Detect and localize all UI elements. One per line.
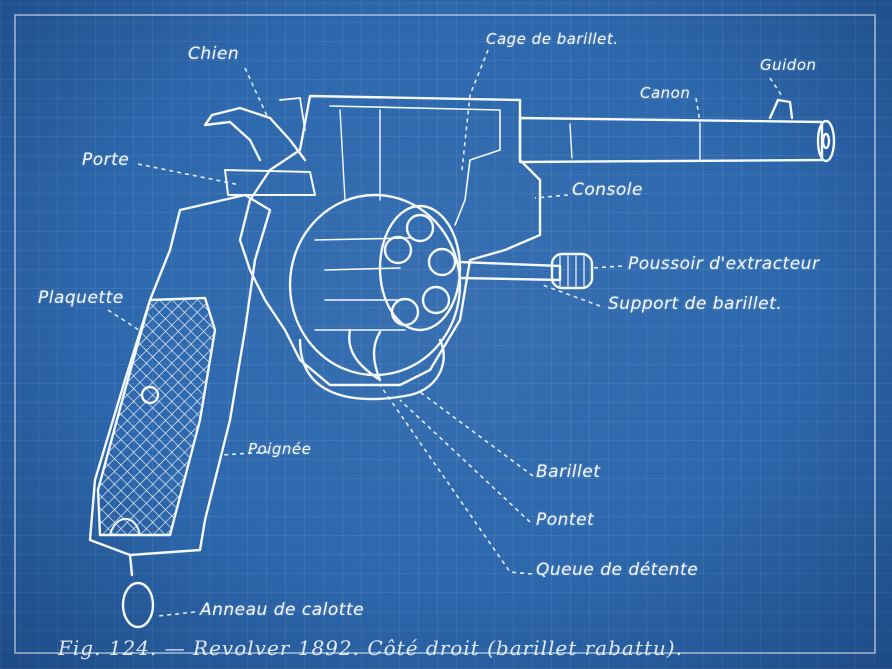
label-poussoir-extracteur: Poussoir d'extracteur (628, 254, 820, 274)
label-chien: Chien (188, 44, 240, 64)
label-anneau-de-calotte: Anneau de calotte (200, 600, 365, 620)
barrel (518, 116, 824, 164)
label-barillet: Barillet (536, 462, 601, 482)
label-support-de-barillet: Support de barillet. (608, 294, 783, 314)
figure-caption: Fig. 124. — Revolver 1892. Côté droit (b… (58, 636, 683, 660)
trigger-guard (298, 338, 445, 401)
hammer (203, 106, 307, 162)
label-canon: Canon (640, 84, 691, 102)
front-sight (768, 98, 794, 120)
ejector-rod (458, 260, 562, 282)
label-poignee: Poignée (248, 440, 312, 458)
grip-panel (96, 296, 217, 537)
label-plaquette: Plaquette (38, 288, 124, 308)
blueprint-frame (14, 14, 876, 654)
label-porte: Porte (82, 150, 130, 170)
ejector-knob (550, 252, 594, 290)
label-pontet: Pontet (536, 510, 595, 530)
lanyard-ring (121, 581, 155, 629)
trigger (348, 328, 382, 382)
label-console: Console (572, 180, 643, 200)
label-cage-de-barillet: Cage de barillet. (486, 30, 619, 48)
label-guidon: Guidon (760, 56, 817, 74)
cylinder (288, 193, 462, 377)
label-queue-de-detente: Queue de détente (536, 560, 699, 580)
frame (238, 94, 542, 387)
muzzle (816, 119, 836, 163)
